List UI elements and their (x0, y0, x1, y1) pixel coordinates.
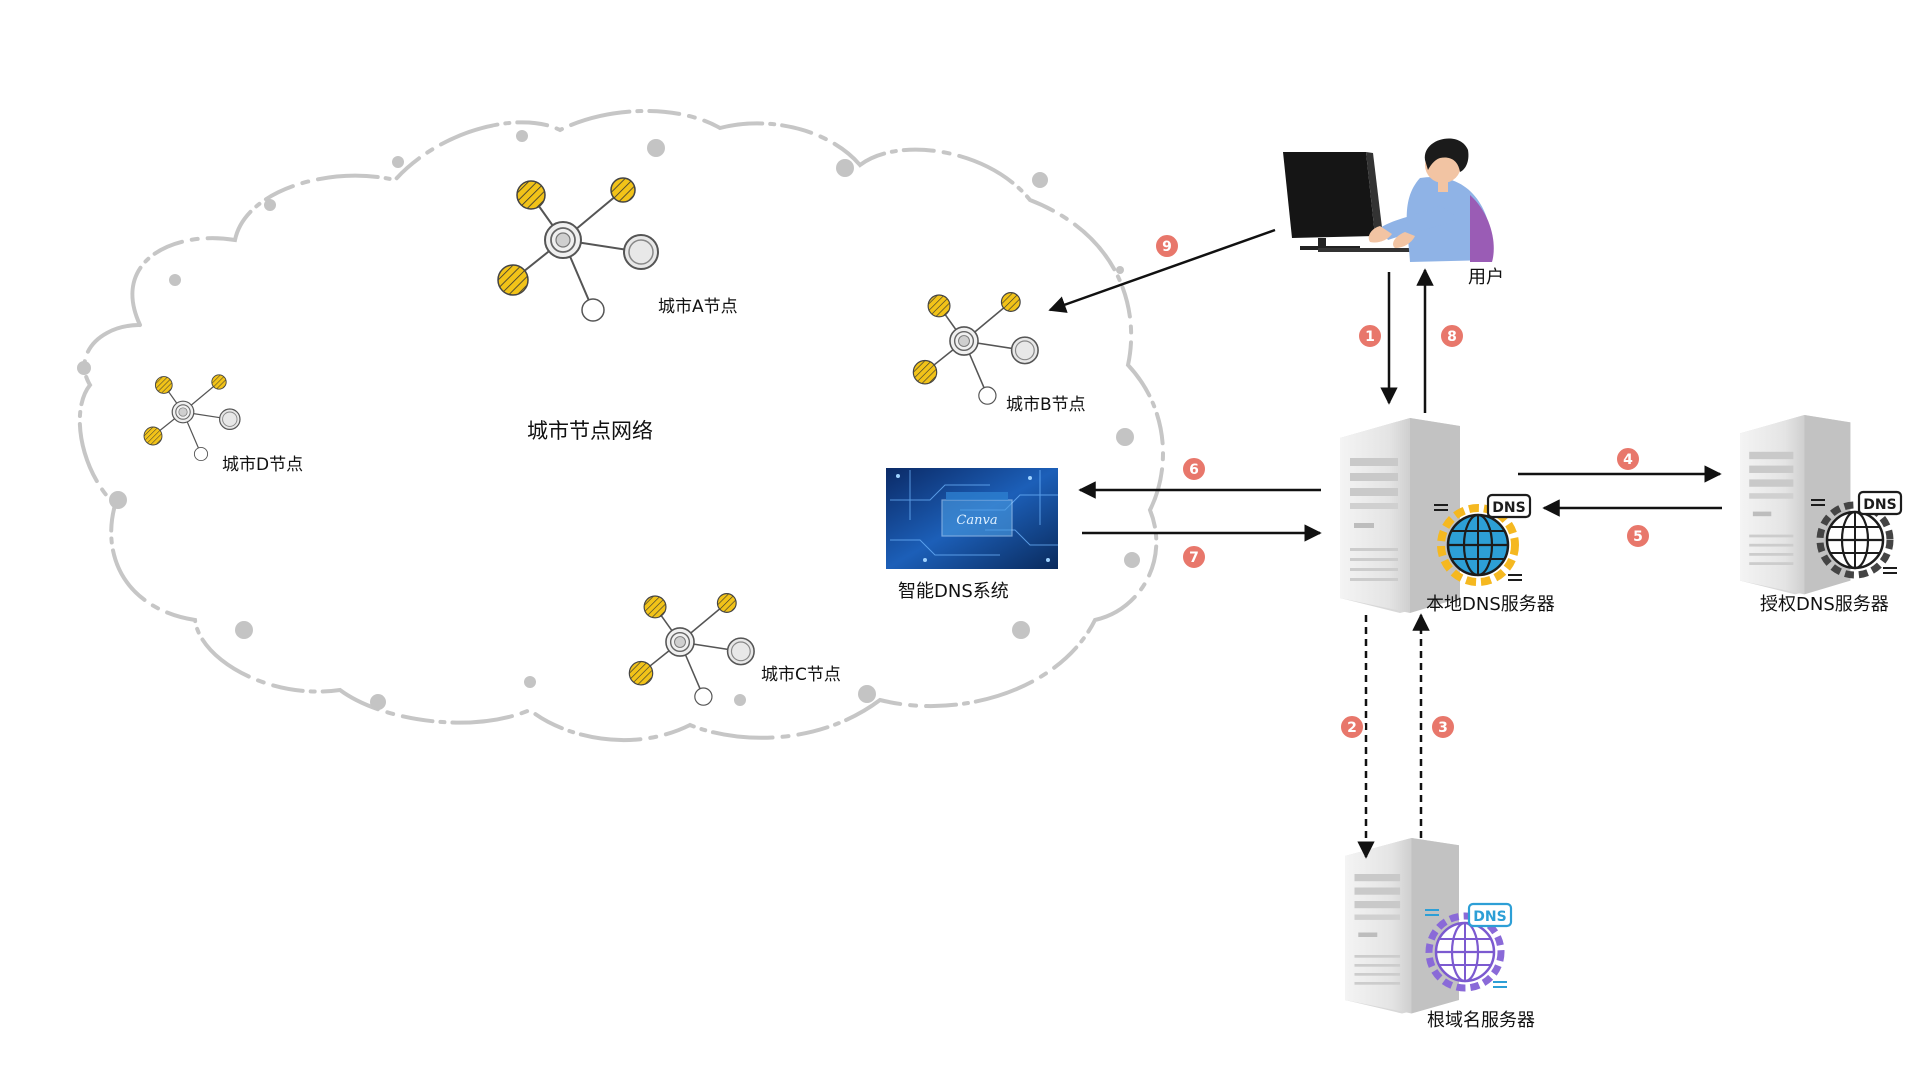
step-badge-1: 1 (1357, 323, 1383, 349)
network-title: 城市节点网络 (527, 419, 653, 443)
city-network-cloud (77, 109, 1165, 743)
city-node-d (143, 374, 241, 462)
step-badge-3: 3 (1430, 714, 1456, 740)
step-badge-2: 2 (1339, 714, 1365, 740)
flow-arrows (1048, 228, 1722, 859)
local-dns-badge: DNS (1492, 500, 1525, 516)
city-node-c-label: 城市C节点 (761, 665, 841, 685)
step-badge-5: 5 (1625, 523, 1651, 549)
step-badge-4: 4 (1615, 446, 1641, 472)
step-badge-8: 8 (1439, 323, 1465, 349)
svg-text:1: 1 (1365, 329, 1375, 345)
step-badge-7: 7 (1181, 544, 1207, 570)
svg-text:8: 8 (1447, 329, 1457, 345)
svg-text:7: 7 (1189, 550, 1199, 566)
svg-text:4: 4 (1623, 452, 1633, 468)
smart-dns-image: Canva (886, 468, 1058, 569)
svg-text:9: 9 (1162, 239, 1172, 255)
city-node-c (628, 592, 755, 706)
user-illustration (1283, 138, 1494, 262)
svg-text:3: 3 (1438, 720, 1448, 736)
smart-dns-label: 智能DNS系统 (898, 581, 1009, 602)
smart-dns-screen-text: Canva (956, 513, 997, 528)
step-badge-6: 6 (1181, 456, 1207, 482)
local-dns-server (1340, 418, 1460, 613)
auth-dns-globe-icon: DNS (1811, 490, 1903, 579)
svg-text:2: 2 (1347, 720, 1357, 736)
auth-dns-label: 授权DNS服务器 (1760, 594, 1889, 615)
local-dns-globe-icon: DNS (1434, 493, 1532, 586)
user-label: 用户 (1468, 267, 1504, 288)
city-node-d-label: 城市D节点 (222, 455, 303, 475)
arrow-step-9 (1048, 228, 1276, 313)
svg-text:6: 6 (1189, 462, 1199, 478)
city-node-b (912, 291, 1039, 405)
local-dns-label: 本地DNS服务器 (1426, 594, 1555, 615)
root-dns-label: 根域名服务器 (1427, 1010, 1535, 1031)
city-node-b-label: 城市B节点 (1006, 395, 1086, 415)
root-dns-badge: DNS (1473, 909, 1506, 925)
auth-dns-badge: DNS (1863, 497, 1896, 513)
city-node-a-label: 城市A节点 (658, 297, 738, 317)
root-dns-globe-icon: DNS (1425, 902, 1513, 992)
step-badge-9: 9 (1154, 233, 1180, 259)
svg-text:5: 5 (1633, 529, 1643, 545)
city-node-a (497, 177, 659, 322)
